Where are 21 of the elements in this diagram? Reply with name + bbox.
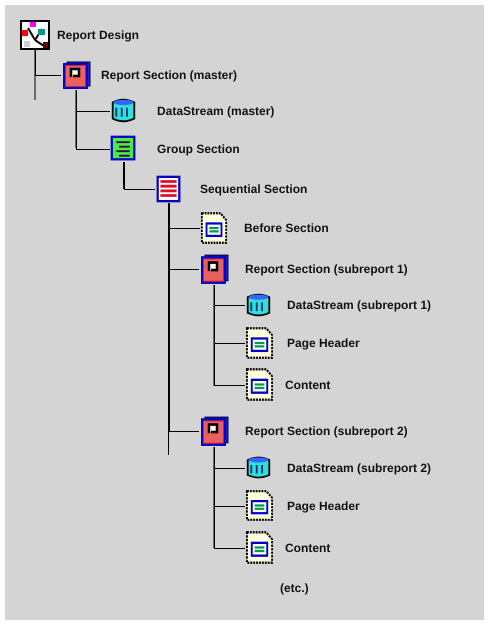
- tree-connector: [124, 162, 156, 190]
- node-label: Report Section (subreport 1): [245, 262, 408, 276]
- node-label: Page Header: [287, 498, 360, 512]
- tree-connector: [214, 446, 246, 549]
- node-label: DataStream (master): [157, 104, 274, 118]
- node-label: Report Section (subreport 2): [245, 424, 408, 438]
- tree-connector: [76, 90, 110, 150]
- tree-connector: [35, 50, 62, 76]
- tree-connector: [214, 284, 246, 386]
- tree-connector: [169, 202, 200, 432]
- node-label: Sequential Section: [200, 182, 308, 196]
- node-label: Before Section: [244, 221, 329, 235]
- node-label: DataStream (subreport 1): [287, 298, 432, 312]
- node-label: DataStream (subreport 2): [287, 460, 432, 474]
- node-label: Report Section (master): [101, 68, 238, 82]
- note-text: (etc.): [280, 581, 309, 595]
- node-label: Content: [285, 378, 330, 392]
- node-label: Group Section: [157, 142, 240, 156]
- node-label: Page Header: [287, 336, 360, 350]
- node-label: Content: [285, 540, 330, 554]
- node-label: Report Design: [57, 28, 140, 42]
